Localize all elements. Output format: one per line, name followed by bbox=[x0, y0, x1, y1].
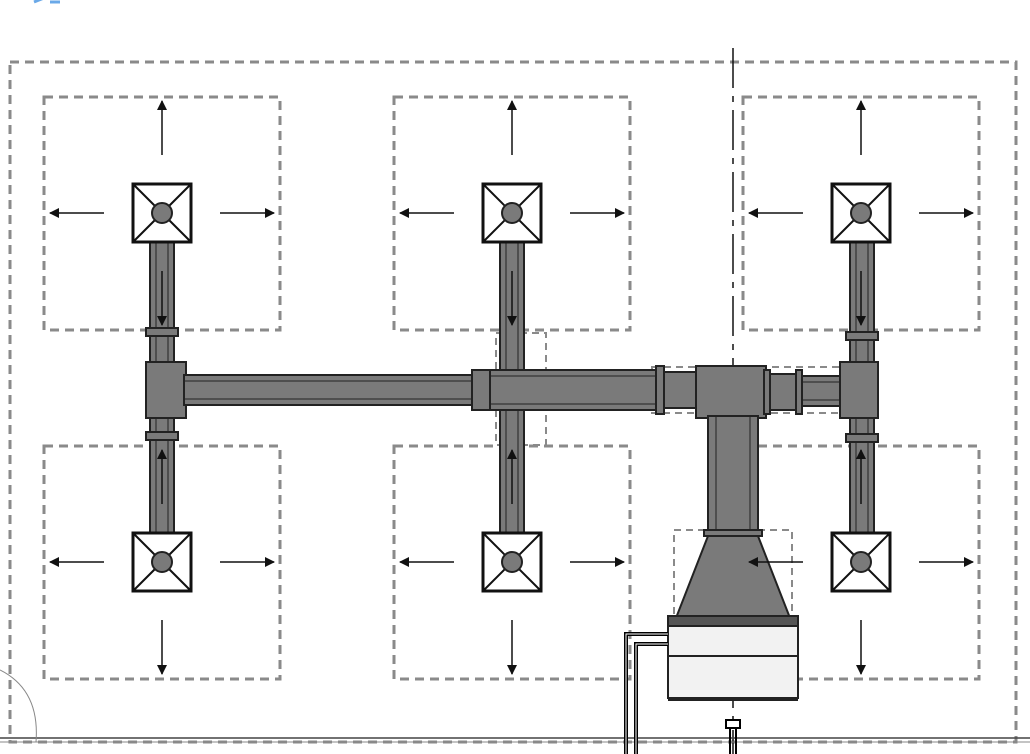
duct-trunk-right bbox=[769, 373, 799, 411]
ahu-pipes bbox=[624, 632, 741, 754]
transition-to-ahu bbox=[674, 535, 792, 619]
zone-bottom-middle bbox=[392, 444, 632, 681]
diffuser-top-middle[interactable] bbox=[399, 100, 625, 326]
diffuser-bottom-right[interactable] bbox=[748, 449, 974, 675]
tee-main bbox=[695, 365, 767, 419]
tee-left bbox=[145, 361, 187, 419]
room-boundary bbox=[8, 60, 1018, 744]
diffuser-top-right[interactable] bbox=[748, 100, 974, 326]
door-swing-arc bbox=[0, 669, 37, 743]
diffuser-top-left[interactable] bbox=[49, 100, 275, 326]
coupling-right-2 bbox=[845, 433, 879, 443]
coupling-right-1 bbox=[845, 331, 879, 341]
duct-trunk-middle-right bbox=[489, 369, 661, 411]
duct-main-trunk bbox=[183, 374, 475, 406]
coupling-left-2 bbox=[145, 431, 179, 441]
diffuser-bottom-left[interactable] bbox=[49, 449, 275, 675]
tee-right bbox=[839, 361, 879, 419]
coupling-trunk-1 bbox=[655, 365, 665, 415]
duct-trunk-right-2 bbox=[801, 375, 845, 407]
duct-trunk-segment bbox=[663, 371, 699, 409]
air-handling-unit[interactable] bbox=[667, 615, 799, 701]
diffusers bbox=[49, 100, 974, 675]
corner-mark bbox=[33, 0, 60, 4]
zone-bottom-left bbox=[42, 444, 282, 681]
coupling-left-1 bbox=[145, 327, 179, 337]
zone-bottom-right bbox=[741, 444, 981, 681]
diffuser-bottom-middle[interactable] bbox=[399, 449, 625, 675]
